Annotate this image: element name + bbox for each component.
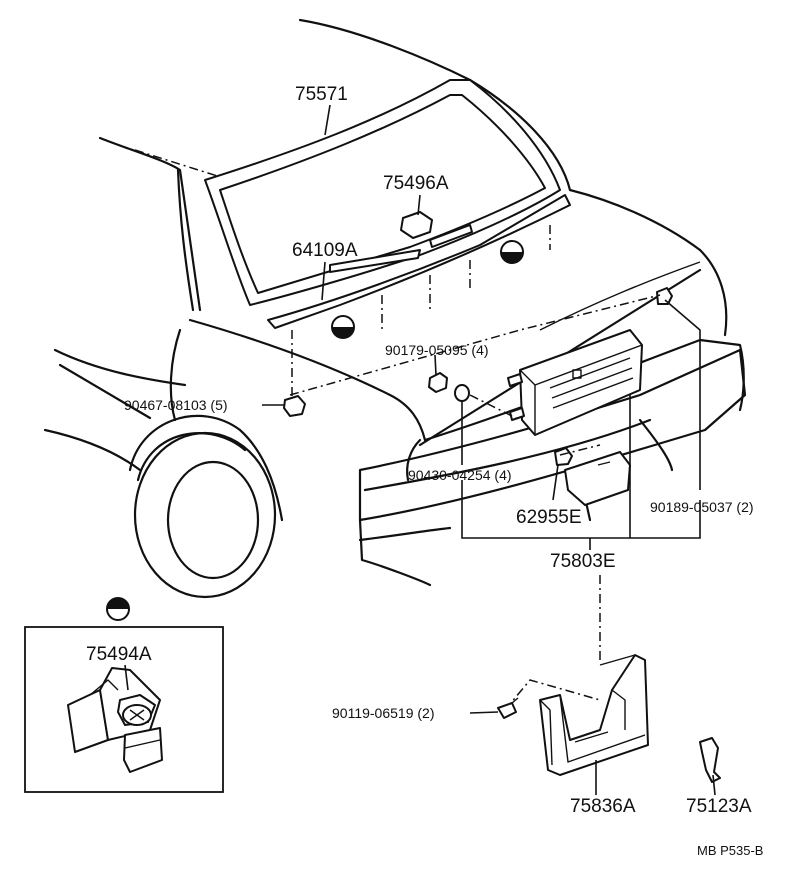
label-90430-04254: 90430-04254 (4) <box>408 467 512 483</box>
car-body-outline <box>43 18 747 599</box>
clip-75123a-shape <box>699 737 721 783</box>
clip-75496a-shape <box>400 211 433 239</box>
reference-circle-marker <box>106 240 524 621</box>
bracket-75836a-shape <box>539 654 649 776</box>
label-90467-08103: 90467-08103 (5) <box>124 397 228 413</box>
label-75496a: 75496A <box>383 173 449 194</box>
license-lamp-assembly <box>507 329 643 506</box>
inset-detail-box <box>24 626 224 793</box>
assembly-lines <box>289 225 661 711</box>
screw-90119-shape <box>497 697 519 719</box>
label-90119-06519: 90119-06519 (2) <box>332 705 435 721</box>
label-90179-05095: 90179-05095 (4) <box>385 342 489 358</box>
rear-window-glass <box>204 79 571 329</box>
label-75836a: 75836A <box>570 796 636 817</box>
leader-lines <box>124 104 716 796</box>
label-75803e: 75803E <box>550 551 616 572</box>
label-64109a: 64109A <box>292 240 358 261</box>
fastener-shapes <box>283 287 673 466</box>
label-62955e: 62955E <box>516 507 582 528</box>
label-90189-05037: 90189-05037 (2) <box>650 499 754 515</box>
label-75494a: 75494A <box>86 644 152 665</box>
drawing-code: MB P535-B <box>697 843 764 858</box>
label-75123a: 75123A <box>686 796 752 817</box>
label-75571: 75571 <box>295 84 348 105</box>
